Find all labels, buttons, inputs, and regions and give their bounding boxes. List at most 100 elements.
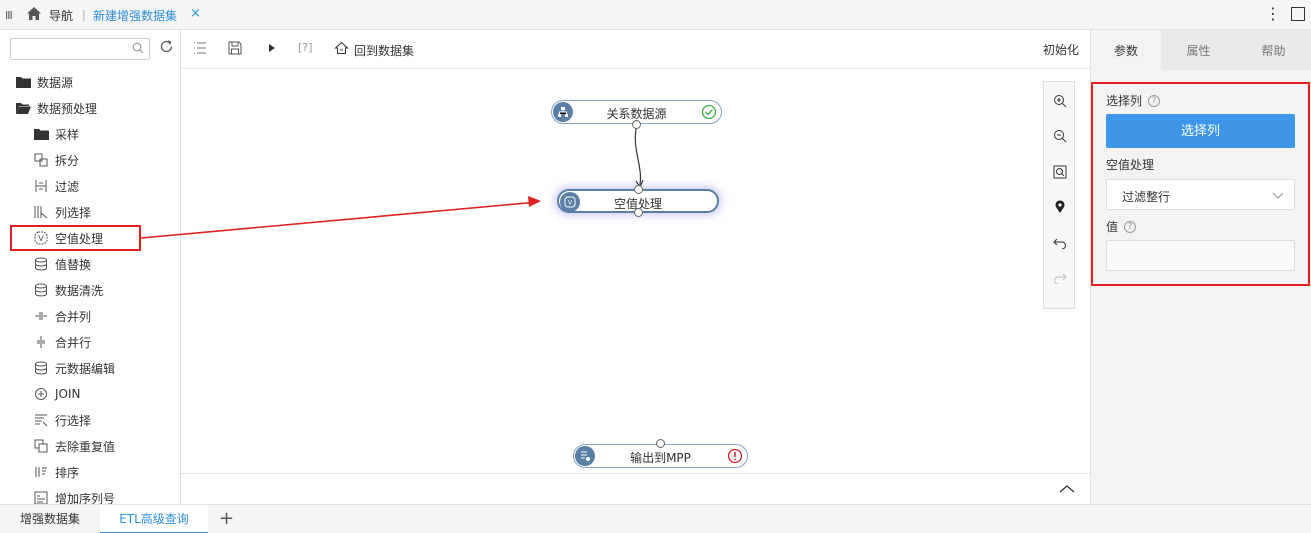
- input-port[interactable]: [634, 185, 643, 194]
- node-label: 关系数据源: [606, 107, 667, 121]
- nav-tab[interactable]: 导航: [49, 9, 74, 23]
- sidebar-item-label: 合并行: [55, 335, 92, 350]
- select-column-button[interactable]: 选择列: [1106, 114, 1295, 148]
- sidebar-item-value-replace[interactable]: 值替换: [33, 252, 91, 276]
- locate-pin-icon[interactable]: [1052, 199, 1068, 215]
- sidebar-item-filter[interactable]: 过滤: [33, 174, 79, 198]
- sidebar-item-label: 数据清洗: [55, 283, 104, 298]
- sidebar-item-serial[interactable]: 增加序列号: [33, 486, 115, 504]
- sidebar-item-sample[interactable]: 采样: [33, 122, 79, 146]
- null-handle-icon: V: [33, 230, 49, 246]
- sidebar-toggle-icon[interactable]: III: [5, 9, 13, 22]
- sidebar-item-dedupe[interactable]: 去除重复值: [33, 434, 115, 458]
- chevron-up-icon[interactable]: [1059, 483, 1075, 497]
- split-icon: [33, 152, 49, 168]
- node-label: 空值处理: [613, 197, 662, 211]
- database-icon: [33, 256, 49, 272]
- sidebar-item-column-select[interactable]: 列选择: [33, 200, 91, 224]
- save-icon[interactable]: [228, 41, 242, 58]
- back-home-icon[interactable]: [334, 41, 349, 58]
- tab-enhanced-dataset[interactable]: 增强数据集: [19, 512, 80, 526]
- canvas-bottom-panel: [181, 473, 1090, 504]
- home-icon[interactable]: [26, 6, 42, 24]
- search-icon[interactable]: [132, 42, 144, 57]
- null-handling-select[interactable]: 过滤整行: [1106, 179, 1295, 210]
- value-label: 值: [1106, 220, 1119, 234]
- plus-circle-icon: [33, 386, 49, 402]
- null-handling-label: 空值处理: [1106, 158, 1155, 172]
- sidebar-item-datasource[interactable]: 数据源: [15, 70, 73, 94]
- output-port[interactable]: [634, 208, 643, 217]
- panel-tabs: » 参数 属性 帮助: [1091, 30, 1311, 70]
- zoom-in-icon[interactable]: [1052, 93, 1068, 109]
- database-icon: [33, 360, 49, 376]
- select-value: 过滤整行: [1122, 190, 1171, 204]
- sidebar-item-label: 列选择: [55, 205, 92, 220]
- fit-view-icon[interactable]: [1052, 164, 1068, 180]
- input-port[interactable]: [656, 439, 665, 448]
- sidebar-item-metadata-edit[interactable]: 元数据编辑: [33, 356, 115, 380]
- datasource-node-icon: [553, 102, 573, 122]
- initialize-button[interactable]: 初始化: [1043, 43, 1080, 57]
- tab-new-enhanced-dataset[interactable]: 新建增强数据集: [93, 9, 178, 23]
- flow-canvas[interactable]: 关系数据源 V 空值处理 输出到MPP: [181, 69, 1090, 473]
- close-icon[interactable]: ×: [190, 6, 201, 21]
- zoom-toolbar: [1043, 81, 1075, 309]
- back-to-dataset-link[interactable]: 回到数据集: [354, 44, 415, 58]
- sidebar-item-split[interactable]: 拆分: [33, 148, 79, 172]
- top-tab-bar: III 导航 | 新建增强数据集 × ⋮: [0, 0, 1311, 30]
- sidebar-item-merge-column[interactable]: 合并列: [33, 304, 91, 328]
- folder-icon: [33, 126, 49, 142]
- run-icon[interactable]: [267, 41, 277, 58]
- merge-row-icon: [33, 334, 49, 350]
- sidebar-item-label: 过滤: [55, 179, 80, 194]
- folder-open-icon: [15, 100, 31, 116]
- sidebar-item-null-handling[interactable]: V 空值处理: [33, 226, 103, 250]
- sidebar-item-preprocess[interactable]: 数据预处理: [15, 96, 97, 120]
- tab-properties[interactable]: 属性: [1186, 44, 1211, 58]
- select-column-label: 选择列: [1106, 94, 1143, 108]
- sidebar-item-label: 元数据编辑: [55, 361, 116, 376]
- sort-icon: [33, 464, 49, 480]
- select-column-label-row: 选择列 ?: [1106, 92, 1161, 109]
- redo-icon[interactable]: [1052, 270, 1068, 286]
- sidebar-item-label: JOIN: [55, 387, 81, 401]
- add-tab-icon[interactable]: +: [219, 508, 235, 529]
- filter-icon: [33, 178, 49, 194]
- sidebar-item-join[interactable]: JOIN: [33, 382, 81, 406]
- sidebar-item-merge-row[interactable]: 合并行: [33, 330, 91, 354]
- sidebar-item-label: 拆分: [55, 153, 80, 168]
- chevron-down-icon: [1272, 189, 1284, 203]
- output-port[interactable]: [632, 120, 641, 129]
- refresh-icon[interactable]: [159, 39, 174, 57]
- component-sidebar: 数据源 数据预处理 采样 拆分 过滤 列选择 V 空值处理 值替换 数据清洗 合…: [0, 30, 181, 504]
- list-icon[interactable]: [193, 41, 207, 58]
- tab-help[interactable]: 帮助: [1261, 44, 1286, 58]
- svg-text:V: V: [568, 200, 573, 207]
- help-icon[interactable]: ?: [1148, 94, 1161, 107]
- sidebar-item-label: 空值处理: [55, 231, 104, 246]
- help-icon[interactable]: ?: [1124, 220, 1137, 233]
- undo-icon[interactable]: [1052, 235, 1068, 251]
- merge-column-icon: [33, 308, 49, 324]
- sidebar-item-data-clean[interactable]: 数据清洗: [33, 278, 103, 302]
- sidebar-item-sort[interactable]: 排序: [33, 460, 79, 484]
- zoom-out-icon[interactable]: [1052, 128, 1068, 144]
- sidebar-item-label: 数据预处理: [37, 101, 98, 116]
- more-options-icon[interactable]: ⋮: [1265, 4, 1281, 23]
- value-input[interactable]: [1106, 240, 1295, 271]
- sidebar-item-label: 增加序列号: [55, 491, 116, 505]
- tab-etl-advanced-query[interactable]: ETL高级查询: [100, 505, 208, 533]
- preview-bracket-icon[interactable]: [?]: [298, 41, 313, 54]
- tab-parameters[interactable]: 参数: [1091, 30, 1161, 70]
- sidebar-item-label: 去除重复值: [55, 439, 116, 454]
- folder-icon: [15, 74, 31, 90]
- maximize-icon[interactable]: [1291, 7, 1305, 21]
- search-input[interactable]: [15, 39, 130, 59]
- sidebar-item-row-select[interactable]: 行选择: [33, 408, 91, 432]
- dedupe-icon: [33, 438, 49, 454]
- sidebar-item-label: 数据源: [37, 75, 74, 90]
- svg-text:V: V: [38, 234, 44, 243]
- output-node-icon: [575, 446, 595, 466]
- bottom-tab-bar: 增强数据集 ETL高级查询 +: [0, 504, 1311, 533]
